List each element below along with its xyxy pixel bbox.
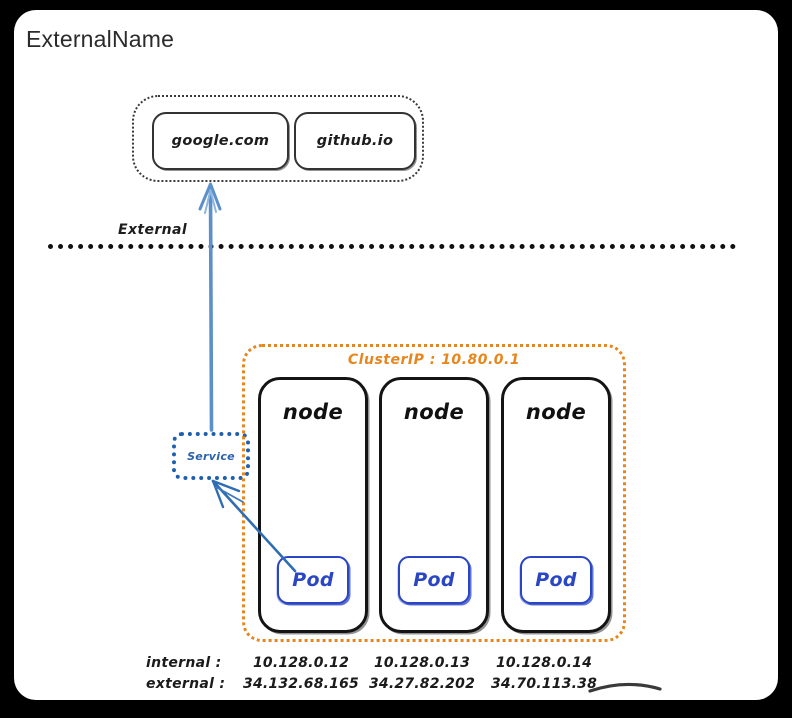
ip-internal-node-3: 10.128.0.14 [495, 655, 593, 671]
node-box[interactable]: node Pod [501, 377, 611, 633]
node-label: node [525, 400, 587, 424]
diagram-canvas: ExternalName google.com github.io Extern… [14, 10, 778, 700]
node-label: node [403, 400, 465, 424]
node-label: node [282, 400, 344, 424]
service-label: Service [187, 449, 235, 463]
pod-label: Pod [535, 569, 577, 591]
ip-external-node-2: 34.27.82.202 [368, 676, 476, 692]
external-domain-label: github.io [316, 133, 394, 149]
ip-internal-node-1: 10.128.0.12 [252, 655, 350, 671]
node-box[interactable]: node Pod [379, 377, 489, 633]
node-box[interactable]: node Pod [258, 377, 368, 633]
cluster-box: ClusterIP : 10.80.0.1 node Pod node Pod … [242, 344, 626, 642]
external-boundary-divider [48, 244, 736, 249]
cluster-ip-label: ClusterIP : 10.80.0.1 [347, 352, 521, 368]
pod-box[interactable]: Pod [277, 556, 349, 604]
external-domain-google[interactable]: google.com [152, 112, 289, 170]
external-domains-group: google.com github.io [132, 95, 424, 182]
page-title: ExternalName [26, 26, 175, 52]
ip-external-node-3: 34.70.113.38 [490, 676, 598, 692]
pod-label: Pod [413, 569, 455, 591]
pod-label: Pod [292, 569, 334, 591]
external-domain-label: google.com [171, 133, 270, 149]
external-domain-github[interactable]: github.io [294, 112, 416, 170]
pod-box[interactable]: Pod [520, 556, 592, 604]
ip-row-label-internal: internal : [146, 655, 222, 671]
ip-row-label-external: external : [146, 676, 226, 692]
ip-external-node-1: 34.132.68.165 [243, 676, 359, 692]
pod-box[interactable]: Pod [398, 556, 470, 604]
ip-address-table: internal : external : 10.128.0.12 10.128… [14, 650, 778, 696]
arrow-service-to-external-icon [198, 182, 222, 432]
service-box[interactable]: Service [172, 432, 250, 480]
external-boundary-label: External [118, 222, 188, 238]
ip-internal-node-2: 10.128.0.13 [373, 655, 471, 671]
